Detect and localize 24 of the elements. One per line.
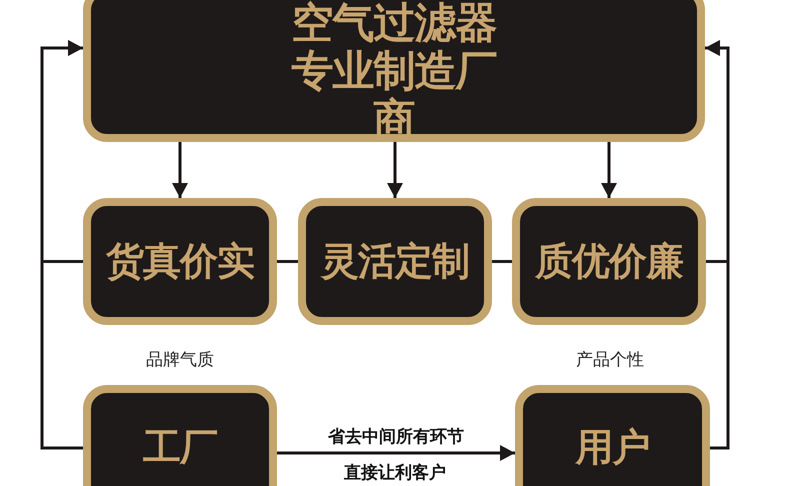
box-label: 用户 <box>576 426 650 470</box>
box-label: 灵活定制 <box>321 240 469 284</box>
arrow <box>40 40 83 263</box>
arrow <box>172 142 188 198</box>
process-box <box>515 385 710 486</box>
process-box <box>83 0 705 142</box>
box-label: 工厂 <box>143 426 217 470</box>
box-label: 空气过滤器专业制造厂商 <box>290 0 498 144</box>
process-box <box>83 198 277 325</box>
connector-line <box>277 260 298 263</box>
arrow <box>387 142 403 198</box>
connector-line <box>492 260 512 263</box>
box-label: 货真价实 <box>106 240 254 284</box>
arrow <box>277 445 515 461</box>
node-label: 品牌气质 <box>146 349 214 371</box>
process-box <box>298 198 492 325</box>
box-label: 质优价廉 <box>535 240 683 284</box>
edge-label: 省去中间所有环节 <box>326 425 466 448</box>
arrow <box>601 142 617 198</box>
process-box <box>83 385 277 486</box>
arrow <box>705 40 730 263</box>
node-label: 产品个性 <box>576 349 644 371</box>
note-text: 直接让利客户 <box>342 461 448 484</box>
process-box <box>512 198 706 325</box>
